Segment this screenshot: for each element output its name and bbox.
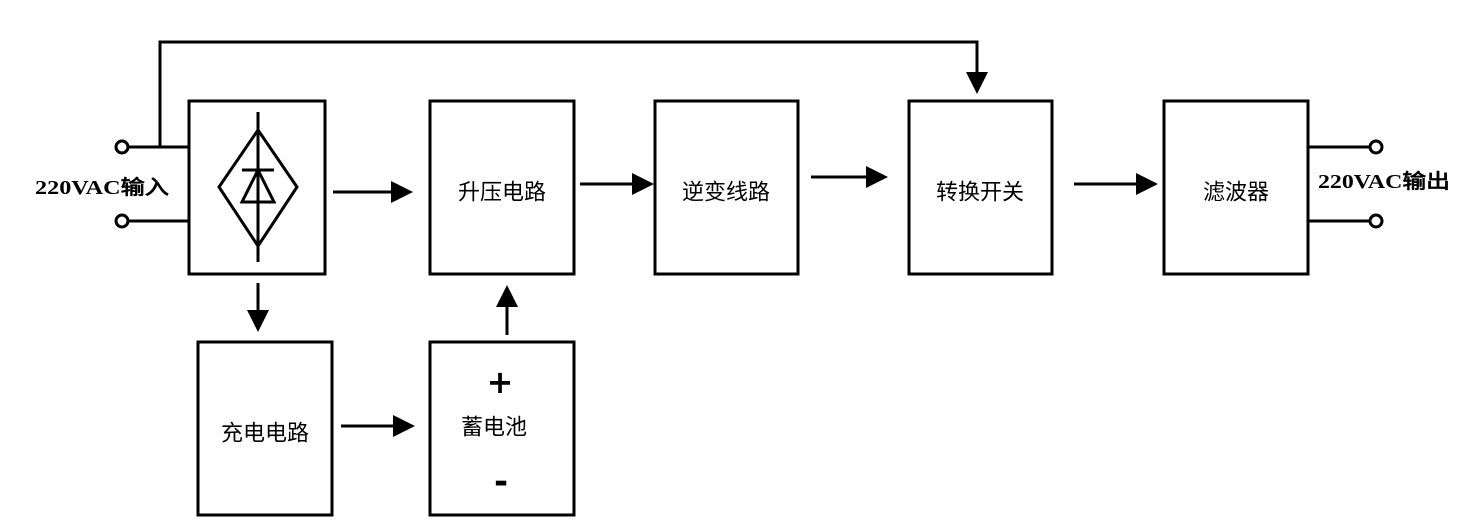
bridge-diamond — [217, 127, 299, 249]
input-terminals — [114, 139, 189, 229]
charger-block: 充电电路 — [196, 340, 334, 517]
output-label: 220VAC输出 — [1318, 169, 1450, 193]
boost-box — [428, 99, 576, 276]
input-terminal-top — [114, 139, 130, 155]
battery-box — [428, 340, 576, 517]
switch-box — [907, 99, 1054, 276]
bypass-arrowhead — [966, 72, 988, 94]
switch-label: 转换开关 — [936, 181, 1024, 206]
battery-negative-sign: - — [494, 462, 508, 502]
output-terminal-top — [1368, 139, 1384, 155]
battery-label: 蓄电池 — [461, 416, 527, 441]
output-terminals — [1308, 139, 1384, 229]
arrow-head — [393, 415, 415, 437]
bypass-line — [158, 40, 979, 147]
inverter-label: 逆变线路 — [682, 181, 770, 206]
inverter-block: 逆变线路 — [653, 99, 800, 276]
switch-block: 转换开关 — [907, 99, 1054, 276]
boost-label: 升压电路 — [458, 181, 546, 206]
inverter-box — [653, 99, 800, 276]
filter-block: 滤波器 — [1162, 99, 1310, 276]
arrow-head — [632, 173, 654, 195]
battery-positive-sign: + — [487, 363, 514, 401]
arrow-inverter-to-switch — [811, 166, 888, 188]
input-terminal-bottom — [114, 213, 130, 229]
arrow-head — [247, 310, 269, 332]
boost-block: 升压电路 — [428, 99, 576, 276]
output-terminal-bottom — [1368, 213, 1384, 229]
arrow-rectifier-to-boost — [333, 181, 413, 203]
battery-block: + 蓄电池 - — [428, 340, 576, 517]
bypass-connection — [158, 40, 988, 147]
charger-box — [196, 340, 334, 517]
arrow-switch-to-filter — [1074, 173, 1158, 195]
rectifier-block — [187, 99, 327, 276]
input-label: 220VAC输入 — [35, 175, 169, 199]
filter-label: 滤波器 — [1203, 181, 1269, 206]
diode-triangle — [239, 166, 277, 204]
filter-box — [1162, 99, 1310, 276]
arrow-rectifier-to-charger — [247, 283, 269, 332]
arrow-head — [391, 181, 413, 203]
arrow-head — [1136, 173, 1158, 195]
charger-label: 充电电路 — [221, 422, 309, 447]
arrow-head — [866, 166, 888, 188]
arrow-battery-to-boost — [496, 285, 518, 335]
arrow-charger-to-battery — [341, 415, 415, 437]
arrow-boost-to-inverter — [580, 173, 654, 195]
arrow-head — [496, 285, 518, 307]
